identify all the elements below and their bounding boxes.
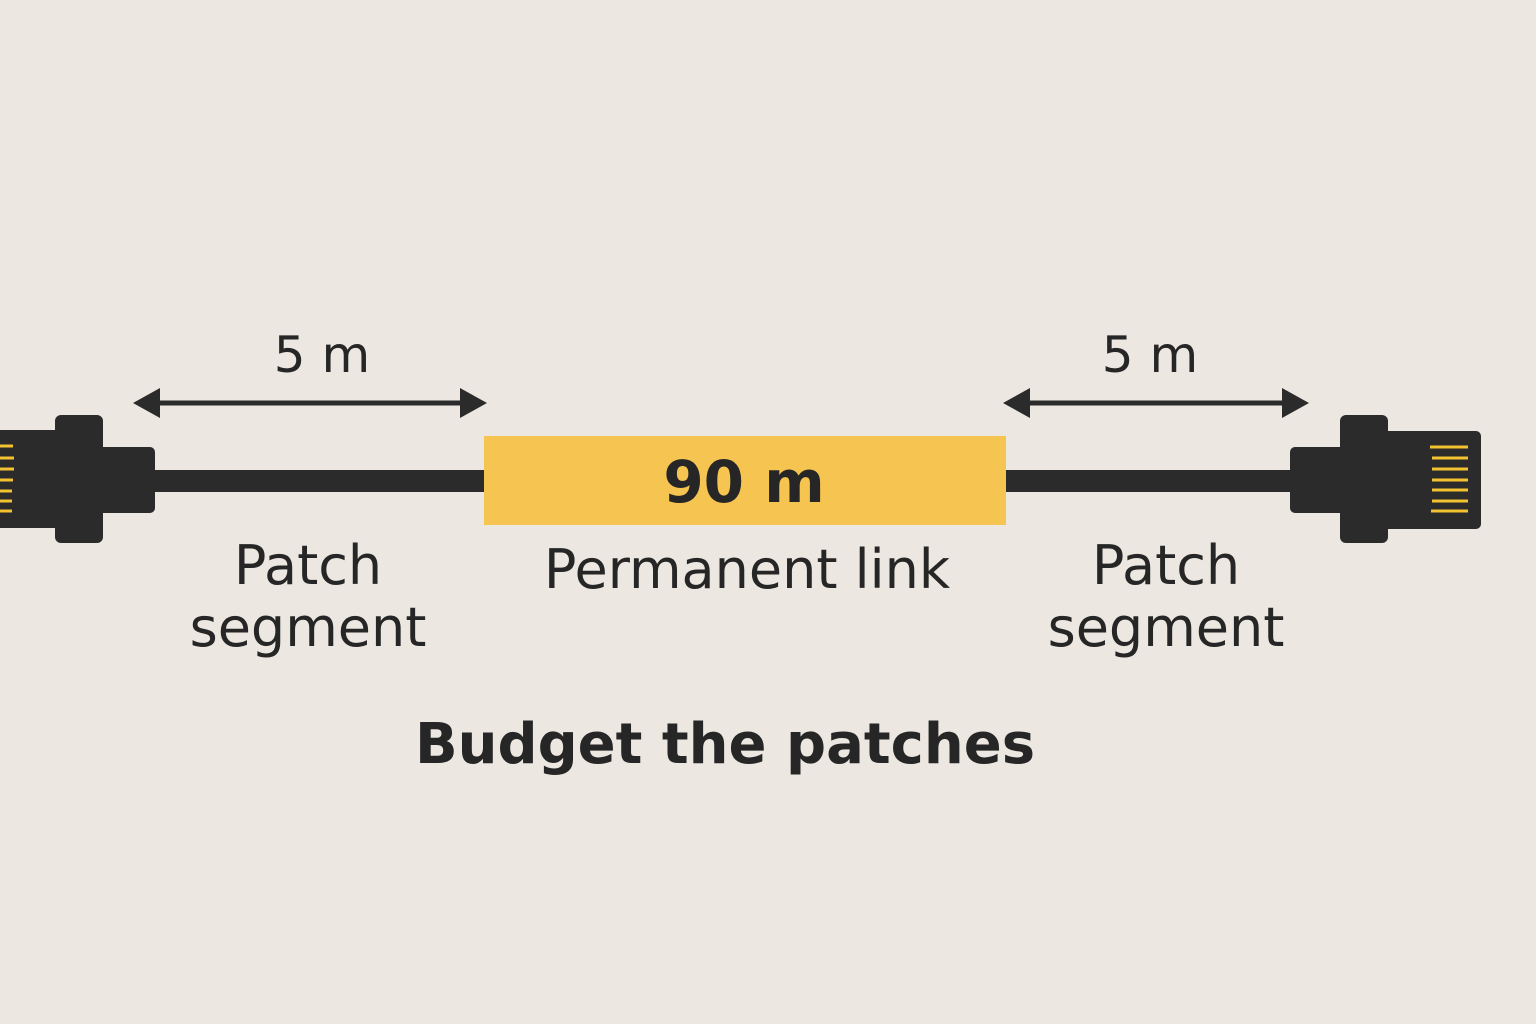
right-patch-label-line2: segment [1047, 596, 1285, 659]
left-patch-label-line2: segment [189, 596, 427, 659]
left-patch-cable [150, 470, 490, 492]
right-patch-label: Patch segment [1048, 535, 1285, 659]
permanent-link-bar [484, 436, 1006, 525]
right-patch-cable [1000, 470, 1295, 492]
right-patch-distance: 5 m [1101, 326, 1199, 384]
right-rj45-connector-icon [1290, 415, 1481, 543]
left-dimension-arrow-icon [133, 388, 487, 418]
left-rj45-connector-icon [0, 415, 155, 543]
permanent-link-label: Permanent link [543, 538, 951, 601]
permanent-link-distance: 90 m [663, 448, 825, 516]
left-patch-label: Patch segment [190, 535, 427, 659]
diagram-title: Budget the patches [414, 712, 1036, 777]
right-dimension-arrow-icon [1003, 388, 1309, 418]
right-patch-label-line1: Patch [1091, 534, 1241, 597]
left-patch-label-line1: Patch [233, 534, 383, 597]
left-patch-distance: 5 m [273, 326, 371, 384]
